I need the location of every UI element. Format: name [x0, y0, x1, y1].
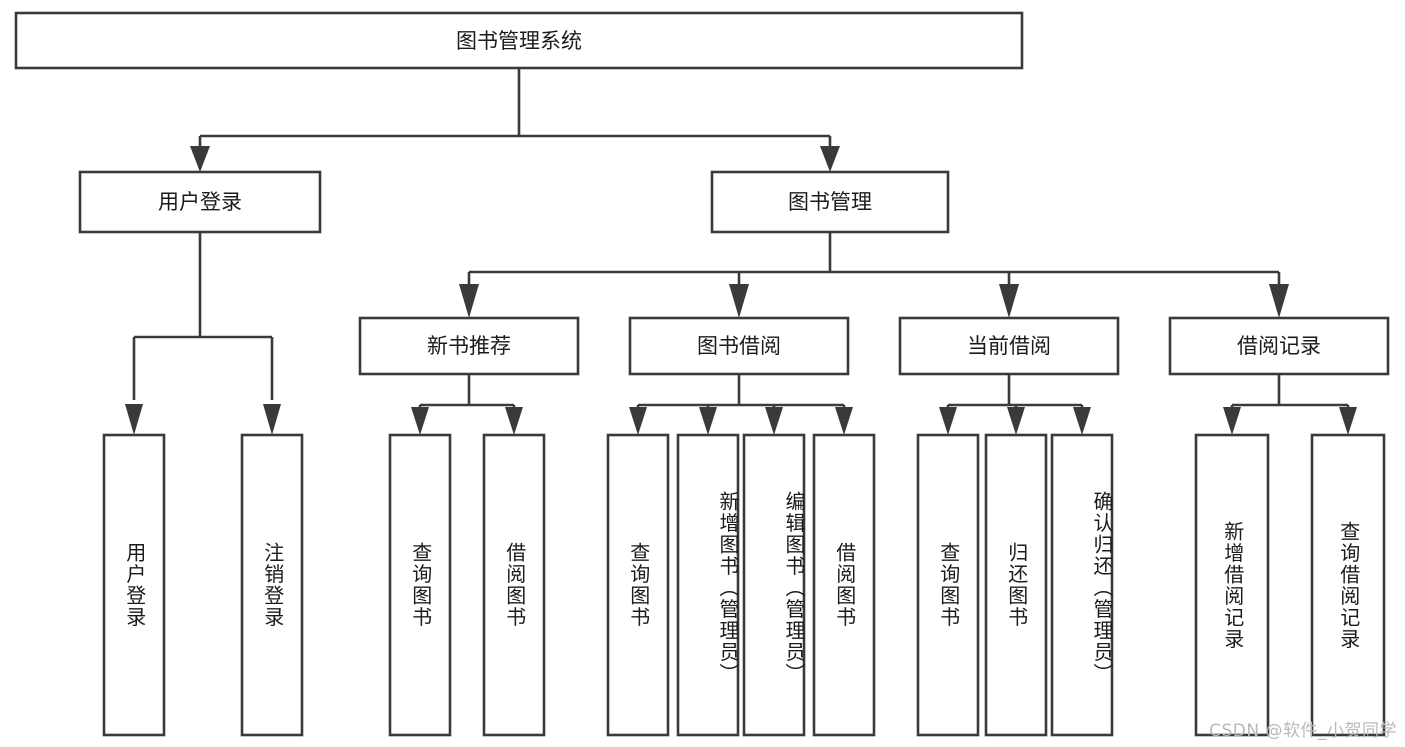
node-root-label: 图书管理系统 — [456, 29, 582, 53]
arrow-head-icon — [459, 284, 479, 318]
node-new-book-recommend[interactable]: 新书推荐 — [358, 316, 580, 376]
node-current-borrow-box[interactable] — [898, 316, 1120, 376]
connector-borrowbook-to-leaves — [629, 374, 853, 435]
arrow-head-icon — [629, 407, 647, 435]
arrow-head-icon — [411, 407, 429, 435]
leaf-box-query-book-2[interactable] — [606, 433, 670, 737]
node-book-borrow-box[interactable] — [628, 316, 850, 376]
node-book-borrow[interactable]: 图书借阅 — [628, 316, 850, 376]
node-user-login-box[interactable] — [78, 170, 322, 234]
arrow-head-icon — [505, 407, 523, 435]
leaf-box-user-login[interactable] — [102, 433, 166, 737]
node-current-borrow[interactable]: 当前借阅 — [898, 316, 1120, 376]
node-book-management-label: 图书管理 — [788, 190, 872, 214]
arrow-head-icon — [999, 284, 1019, 318]
node-new-book-recommend-box[interactable] — [358, 316, 580, 376]
arrow-head-icon — [1339, 407, 1357, 435]
arrow-head-icon — [939, 407, 957, 435]
leaf-box-logout[interactable] — [240, 433, 304, 737]
arrow-head-icon — [263, 404, 281, 435]
leaf-box-add-borrow-record[interactable] — [1194, 433, 1270, 737]
arrow-head-icon — [1073, 407, 1091, 435]
arrow-head-icon — [190, 146, 210, 172]
arrow-head-icon — [820, 146, 840, 172]
node-book-management-box[interactable] — [710, 170, 950, 234]
arrow-head-icon — [1007, 407, 1025, 435]
leaf-boxes — [102, 433, 1386, 737]
arrow-head-icon — [1223, 407, 1241, 435]
leaf-box-edit-book-admin[interactable] — [742, 433, 806, 737]
node-new-book-recommend-label: 新书推荐 — [427, 334, 511, 358]
node-borrow-record-box[interactable] — [1168, 316, 1390, 376]
node-user-login[interactable]: 用户登录 — [78, 170, 322, 234]
node-book-management[interactable]: 图书管理 — [710, 170, 950, 234]
node-current-borrow-label: 当前借阅 — [967, 334, 1051, 358]
node-user-login-label: 用户登录 — [158, 190, 242, 214]
connector-currentborrow-to-leaves — [939, 374, 1091, 435]
watermark-text: CSDN @软件_小贺同学 — [1209, 721, 1397, 741]
leaf-box-query-book-1[interactable] — [388, 433, 452, 737]
arrow-head-icon — [699, 407, 717, 435]
node-borrow-record-label: 借阅记录 — [1237, 334, 1321, 358]
arrow-head-icon — [125, 404, 143, 435]
leaf-box-confirm-return-admin[interactable] — [1050, 433, 1114, 737]
node-book-borrow-label: 图书借阅 — [697, 334, 781, 358]
arrow-head-icon — [765, 407, 783, 435]
leaf-box-borrow-book-2[interactable] — [812, 433, 876, 737]
leaf-box-query-book-3[interactable] — [916, 433, 980, 737]
connector-borrowrecord-to-leaves — [1223, 374, 1357, 435]
arrow-head-icon — [835, 407, 853, 435]
node-borrow-record[interactable]: 借阅记录 — [1168, 316, 1390, 376]
arrow-head-icon — [729, 284, 749, 318]
leaf-box-borrow-book-1[interactable] — [482, 433, 546, 737]
connector-root-to-level2 — [190, 68, 840, 172]
leaf-box-add-book-admin[interactable] — [676, 433, 740, 737]
connector-newbook-to-leaves — [411, 374, 523, 435]
connector-bookmgmt-to-level3 — [459, 232, 1289, 318]
connector-userlogin-to-leaves — [125, 232, 281, 435]
leaf-box-return-book[interactable] — [984, 433, 1048, 737]
leaf-box-query-borrow-record[interactable] — [1310, 433, 1386, 737]
node-root-box[interactable] — [14, 11, 1024, 70]
node-root-system[interactable]: 图书管理系统 — [14, 11, 1024, 70]
arrow-head-icon — [1269, 284, 1289, 318]
